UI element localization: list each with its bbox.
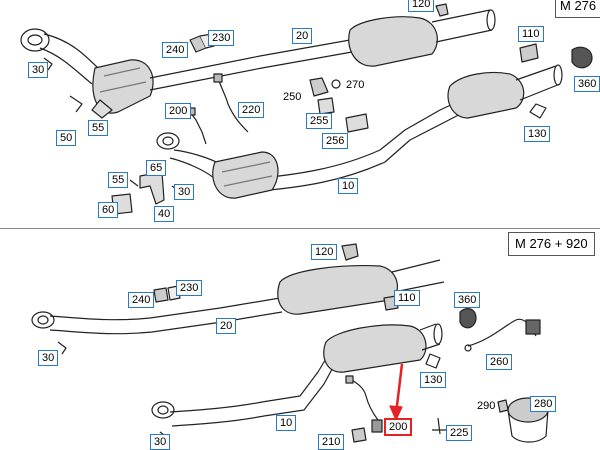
part-label-55b[interactable]: 55 <box>108 172 129 188</box>
part-label-290-bottom[interactable]: 290 <box>477 400 496 412</box>
catalytic-converter-right-top <box>212 151 279 199</box>
rear-silencer-bottom <box>323 323 443 373</box>
part-label-360-bottom[interactable]: 360 <box>454 292 481 308</box>
part-label-30-bottom[interactable]: 30 <box>38 350 59 366</box>
hanger-120-bottom <box>341 243 359 261</box>
flange-left-bottom <box>31 311 55 329</box>
bolt-290 <box>497 399 509 413</box>
part-label-20[interactable]: 20 <box>292 28 313 44</box>
part-label-230-bottom[interactable]: 230 <box>176 280 203 296</box>
engine-code-top: M 276 <box>555 0 600 18</box>
bolt-30-bottom <box>57 341 67 355</box>
bracket-55-top <box>91 99 113 119</box>
downpipe-left-top <box>39 33 101 85</box>
part-label-120[interactable]: 120 <box>408 0 435 12</box>
lower-converter-top <box>447 64 563 119</box>
part-label-50[interactable]: 50 <box>56 130 77 146</box>
screw-225 <box>432 417 446 435</box>
pipe-10-bottom <box>169 351 337 427</box>
part-label-256[interactable]: 256 <box>322 133 349 149</box>
bracket-210 <box>351 427 367 443</box>
catalytic-converter-left-top <box>92 59 154 114</box>
hanger-120-top <box>435 3 449 17</box>
part-label-130-bottom[interactable]: 130 <box>420 372 447 388</box>
front-silencer-bottom <box>277 259 445 315</box>
part-label-260-bottom[interactable]: 260 <box>486 354 513 370</box>
part-label-250[interactable]: 250 <box>283 91 302 103</box>
washer-130-bottom <box>425 353 441 369</box>
upper-converter-top <box>348 9 496 67</box>
sensor-200-wire <box>189 111 207 145</box>
highlight-arrow-head <box>389 405 403 421</box>
bolt-30-top <box>43 57 53 71</box>
manifold-flange-top <box>20 28 50 52</box>
part-label-30b[interactable]: 30 <box>174 184 195 200</box>
engine-code-bottom: M 276 + 920 <box>508 232 595 256</box>
part-label-30b-bottom[interactable]: 30 <box>150 434 171 450</box>
part-label-55[interactable]: 55 <box>88 120 109 136</box>
part-label-210-bottom[interactable]: 210 <box>318 434 345 450</box>
washer-130-top <box>529 103 547 119</box>
hanger-360-bottom <box>459 308 477 329</box>
pipe-20-bottom <box>49 297 283 335</box>
part-label-20-bottom[interactable]: 20 <box>216 318 237 334</box>
part-label-230[interactable]: 230 <box>208 30 235 46</box>
part-label-120-bottom[interactable]: 120 <box>311 244 338 260</box>
pipe-20-top <box>149 39 353 91</box>
bracket-40 <box>139 171 165 205</box>
part-label-30[interactable]: 30 <box>28 62 49 78</box>
bolt-50 <box>69 95 83 113</box>
sensor-220-wire <box>217 77 249 133</box>
part-label-60[interactable]: 60 <box>98 202 119 218</box>
part-label-10[interactable]: 10 <box>338 178 359 194</box>
sensor-260-plug <box>525 319 541 335</box>
part-label-65[interactable]: 65 <box>146 160 167 176</box>
part-label-240[interactable]: 240 <box>162 42 189 58</box>
hanger-110-top <box>519 43 539 63</box>
section-divider <box>0 228 600 229</box>
part-label-360[interactable]: 360 <box>574 76 600 92</box>
part-label-10-bottom[interactable]: 10 <box>276 415 297 431</box>
part-label-200[interactable]: 200 <box>165 103 192 119</box>
sensor-200-wire-bottom <box>351 379 379 421</box>
hanger-255 <box>317 97 335 115</box>
bolt-55b <box>129 179 139 187</box>
hanger-360-top <box>571 46 593 69</box>
sensor-200-plug-bottom <box>371 419 383 433</box>
part-label-270[interactable]: 270 <box>346 79 365 91</box>
part-label-130[interactable]: 130 <box>524 126 551 142</box>
clamp-240-bottom <box>153 287 169 303</box>
hanger-256 <box>345 113 369 133</box>
part-label-255[interactable]: 255 <box>306 113 333 129</box>
part-label-40[interactable]: 40 <box>154 206 175 222</box>
flange-lower-bottom <box>151 401 175 419</box>
part-label-220[interactable]: 220 <box>238 102 265 118</box>
part-label-200-bottom-highlighted[interactable]: 200 <box>384 418 413 436</box>
part-label-240-bottom[interactable]: 240 <box>128 292 155 308</box>
hanger-250 <box>309 77 329 97</box>
sensor-220-plug <box>213 73 223 83</box>
highlight-arrow-shaft <box>394 363 404 415</box>
part-label-280-bottom[interactable]: 280 <box>530 396 557 412</box>
part-label-110-bottom[interactable]: 110 <box>394 290 420 306</box>
part-label-110[interactable]: 110 <box>518 26 544 42</box>
part-label-225-bottom[interactable]: 225 <box>446 425 473 441</box>
